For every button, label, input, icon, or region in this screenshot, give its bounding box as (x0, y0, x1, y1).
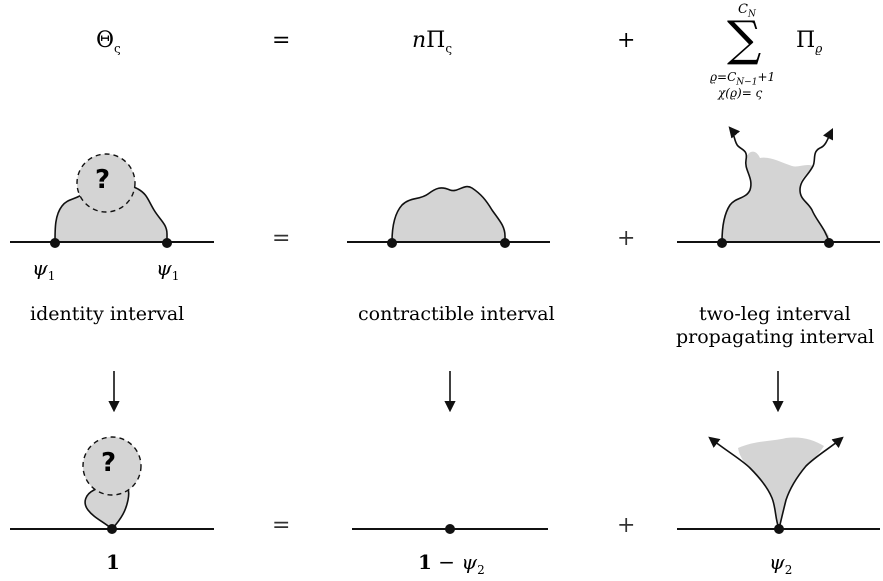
down-arrows (108, 371, 784, 413)
row2-identity-vertex (107, 524, 117, 534)
pi-symbol: Π (426, 28, 446, 53)
equation-term2: Πϱ (796, 28, 822, 55)
leg-left-line (721, 126, 752, 243)
two-leg-interval-diagram (677, 126, 880, 248)
sum-constraint: χ(ϱ)= ς (718, 86, 763, 100)
vertex-right (162, 238, 172, 248)
sum-lower-limit: ϱ=CN−1+1 (710, 70, 775, 87)
label-mid-one: 1 (418, 550, 432, 574)
two-leg-vertex-left (717, 238, 727, 248)
label-psi2-symbol: ψ (769, 550, 785, 574)
row2-mid-diagram (352, 524, 548, 534)
lhs-subscript: ς (114, 41, 121, 56)
n-symbol: n (412, 28, 427, 53)
caption-identity: identity interval (30, 303, 185, 325)
sum-lower-sub: N−1 (736, 77, 758, 88)
sum-upper-n: N (747, 9, 756, 20)
caption-two-leg: two-leg interval (699, 303, 851, 325)
two-leg-blob (722, 151, 829, 242)
label-one-minus-psi2: 1 − ψ2 (418, 550, 485, 577)
row2-question-circle (82, 436, 142, 496)
caption-contractible: contractible interval (358, 303, 555, 325)
two-leg-vertex-right (824, 238, 834, 248)
row2-right-blob (738, 437, 824, 529)
theta-symbol: Θ (96, 28, 115, 53)
row2-plus: + (617, 513, 636, 538)
row2-leg-right (778, 436, 844, 530)
psi1-left-label: ψ1 (32, 256, 55, 283)
row1-plus: + (617, 226, 636, 251)
row2-right-diagram (677, 436, 880, 534)
psi1-right-label: ψ1 (156, 256, 179, 283)
vertex-left (50, 238, 60, 248)
summation-symbol: ∑ (727, 11, 762, 67)
row1-equals: = (272, 226, 291, 251)
psi-sub-right: 1 (171, 269, 180, 283)
caption-propagating: propagating interval (676, 326, 875, 348)
psi-symbol: ψ (32, 256, 48, 280)
sum-lower-tail: +1 (757, 70, 776, 84)
contractible-blob (391, 185, 506, 243)
row2-leg-left (708, 436, 780, 530)
label-mid-sub: 2 (477, 563, 485, 577)
label-one: 1 (106, 550, 120, 574)
sum-upper-limit: CN (738, 2, 756, 20)
pi-symbol-2: Π (796, 28, 816, 53)
row2-identity-diagram (10, 436, 214, 534)
question-mark-row1: ? (95, 165, 111, 195)
row2-mid-vertex (445, 524, 455, 534)
question-circle (76, 153, 136, 213)
sum-upper-c: C (738, 2, 748, 17)
term2-subscript: ϱ (815, 41, 823, 56)
row2-equals: = (272, 513, 291, 538)
question-mark-row2: ? (101, 448, 117, 478)
equation-plus: + (617, 28, 636, 53)
psi-symbol-right: ψ (156, 256, 172, 280)
label-psi2: ψ2 (769, 550, 792, 577)
psi-sub: 1 (47, 269, 56, 283)
label-mid-rest: − ψ (431, 550, 478, 574)
equation-term1: nΠς (412, 28, 452, 55)
contractible-vertex-right (500, 238, 510, 248)
sum-lower-var: ϱ=C (710, 70, 737, 84)
term1-subscript: ς (445, 41, 453, 56)
equation-lhs: Θς (96, 28, 121, 55)
leg-right-line (799, 127, 834, 243)
contractible-vertex-left (387, 238, 397, 248)
identity-interval-diagram (10, 153, 214, 248)
label-psi2-sub: 2 (784, 563, 793, 577)
contractible-interval-diagram (347, 185, 550, 248)
equation-equals: = (272, 28, 291, 53)
row2-right-vertex (774, 524, 784, 534)
